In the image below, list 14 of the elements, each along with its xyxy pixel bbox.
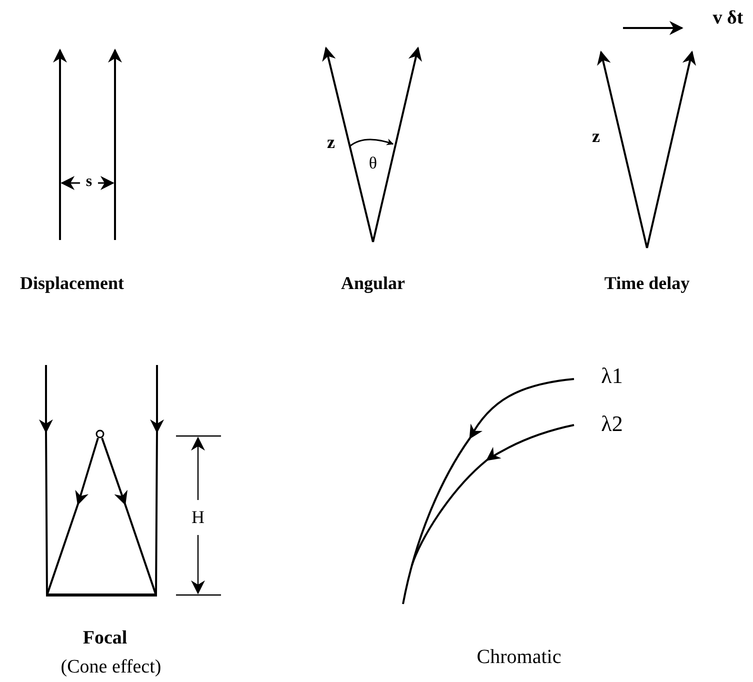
diagram-label: Chromatic: [476, 647, 562, 667]
diagram-label: s: [86, 174, 92, 190]
diagram-label: λ2: [601, 413, 623, 435]
diagram-label: v δt: [712, 8, 744, 28]
diagram-label: θ: [368, 154, 378, 172]
diagram-label: Angular: [341, 274, 405, 292]
diagram-label: H: [192, 508, 204, 526]
diagram-label: z: [592, 127, 600, 145]
diagram-label: (Cone effect): [60, 658, 162, 676]
diagram-label: Time delay: [604, 274, 690, 292]
diagram-label: Displacement: [20, 274, 124, 292]
diagram-label: z: [327, 133, 335, 151]
diagram-label: λ1: [601, 365, 623, 387]
diagram-label: Focal: [82, 628, 128, 648]
